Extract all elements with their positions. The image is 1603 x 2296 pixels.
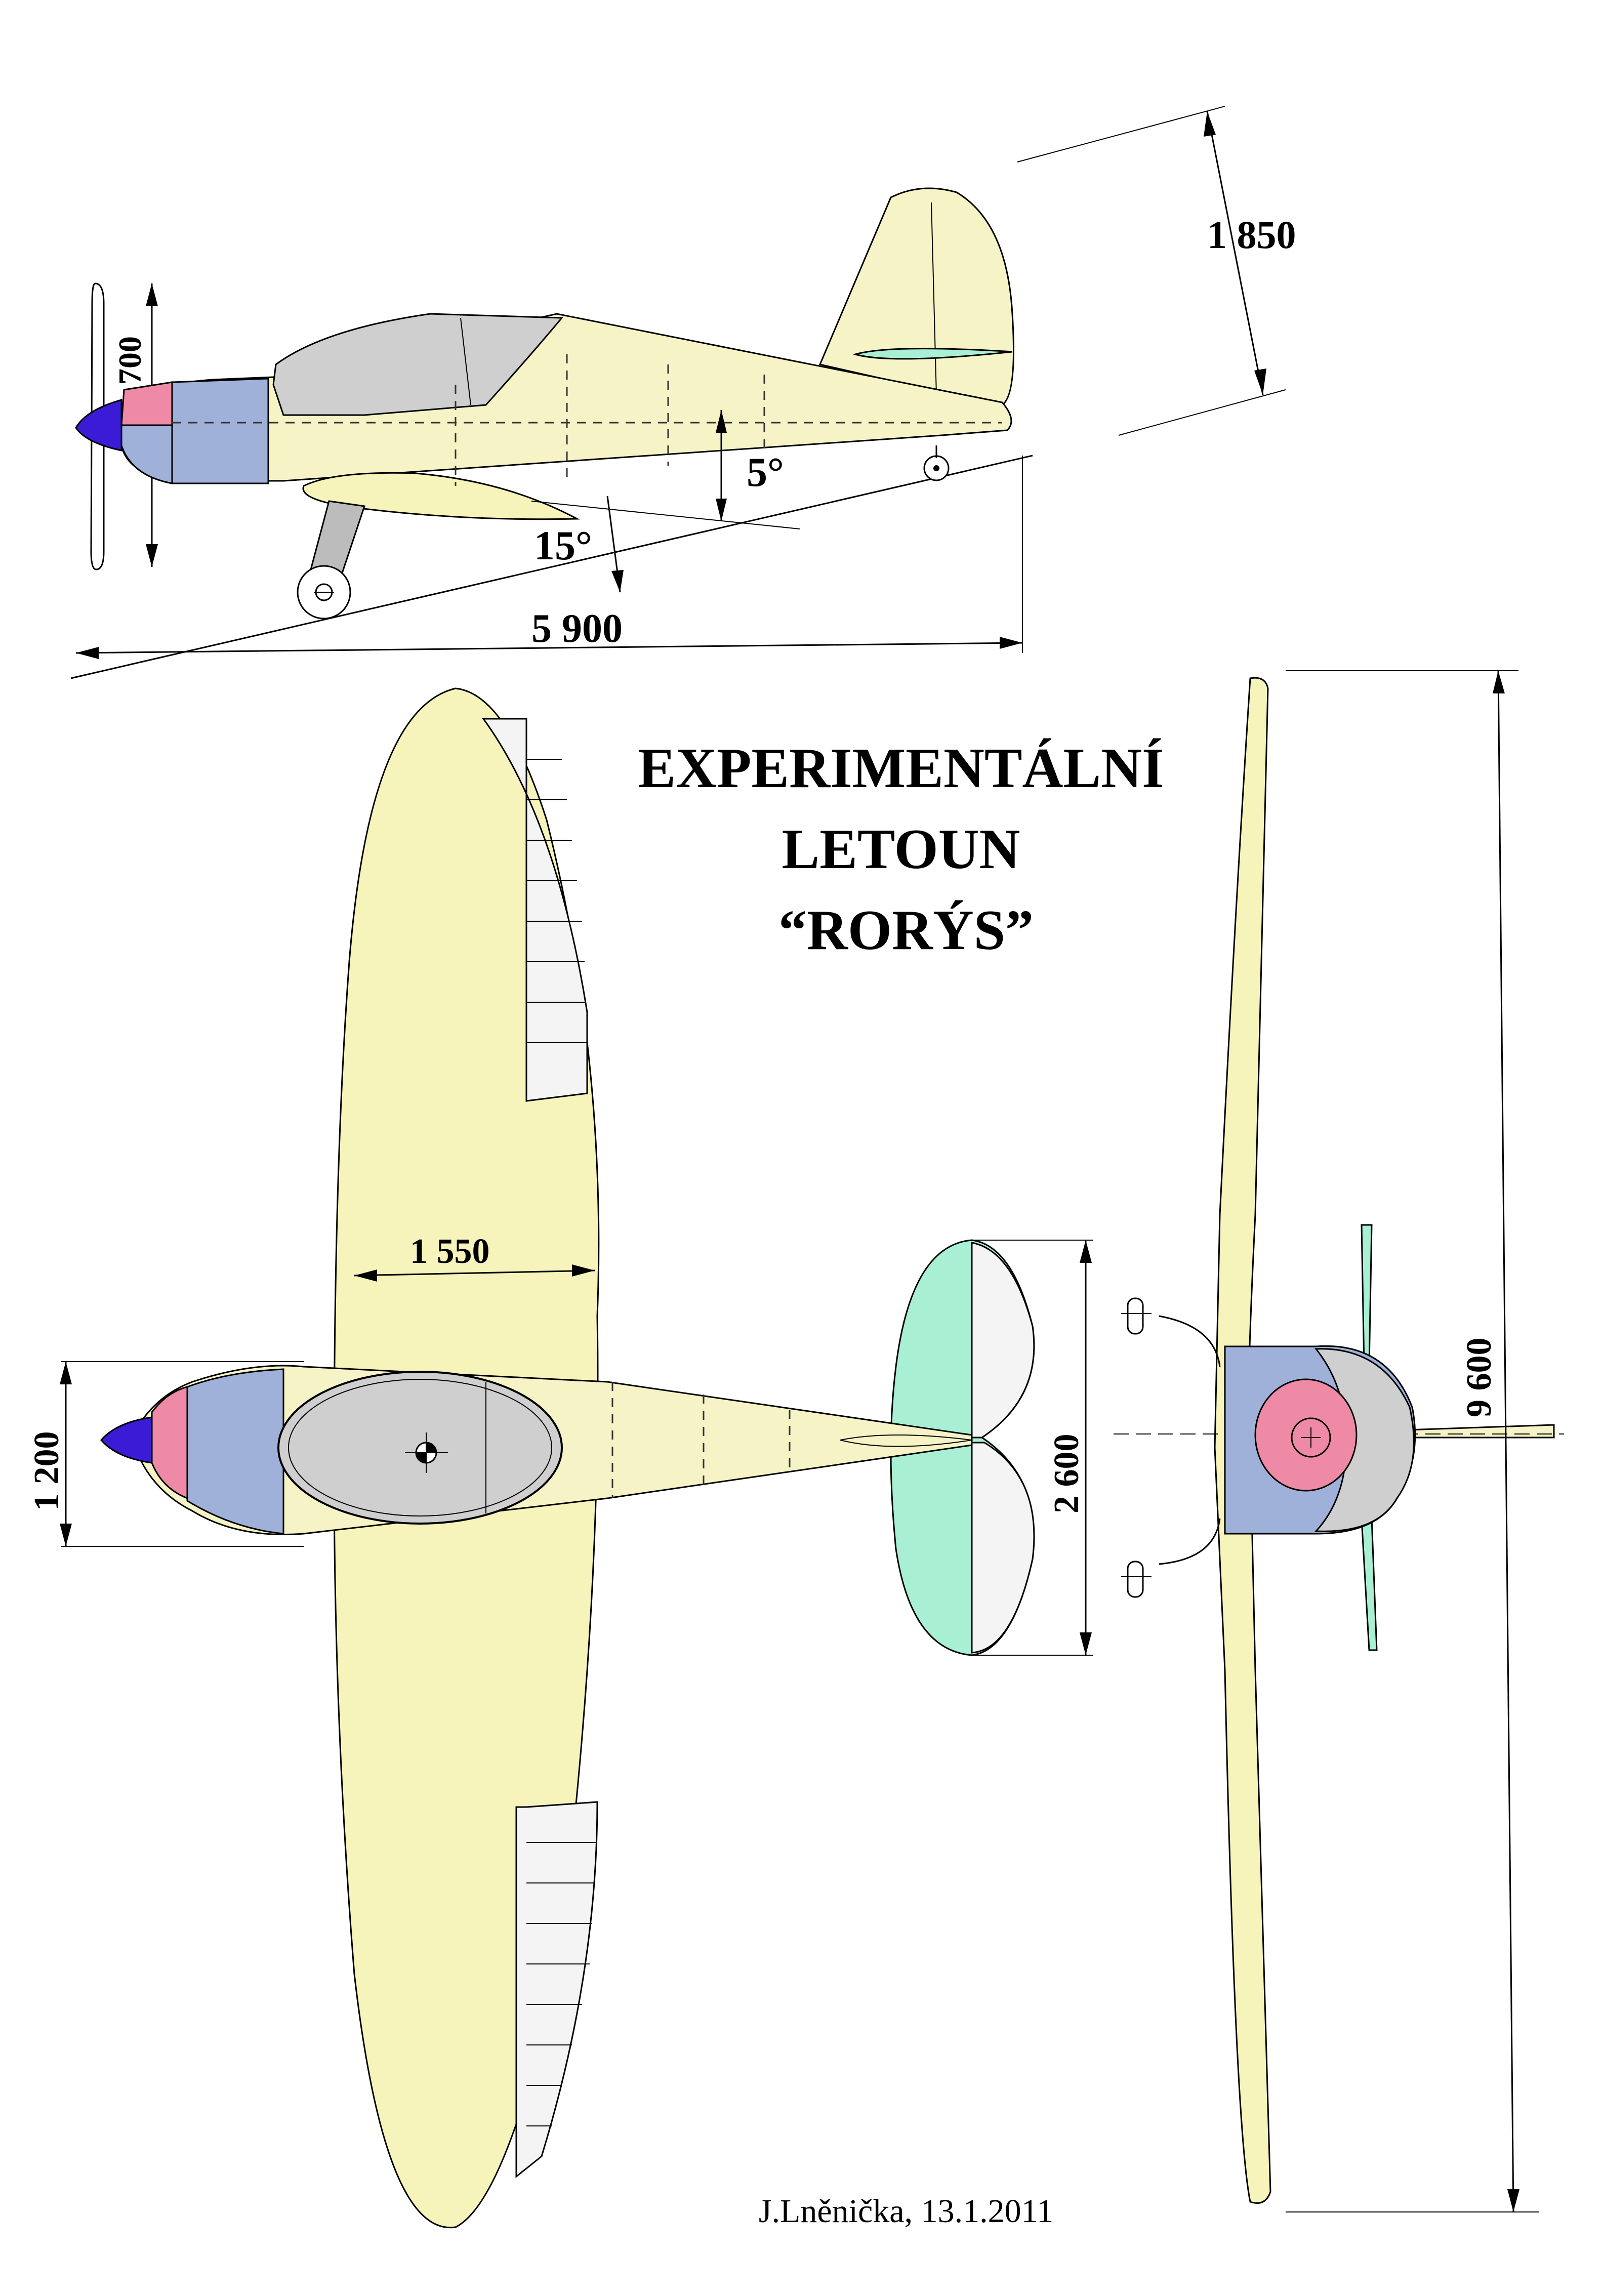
angle-ref-line (531, 501, 800, 529)
arrow-head (76, 647, 99, 659)
wheel-hub (933, 465, 939, 471)
front-view (1114, 670, 1564, 2212)
tail-angle-dimension: 5° (747, 449, 784, 495)
arrow-head (1507, 2189, 1519, 2212)
cowl-front-pink (1254, 1378, 1358, 1492)
fuselage-width-dimension: 1 200 (27, 1431, 66, 1511)
tail-span-dimension: 2 600 (1047, 1434, 1086, 1514)
title-line-1: EXPERIMENTÁLNÍ (638, 737, 1164, 800)
spinner (75, 399, 122, 452)
cowl-blue-top (186, 1368, 284, 1535)
elevator-bottom (971, 1442, 1035, 1654)
aileron-ribs (526, 759, 597, 2126)
arrow-head (1493, 671, 1505, 693)
arrow-head (354, 1269, 377, 1282)
span-dim-line (1497, 670, 1514, 2212)
title-line-2: LETOUN (782, 818, 1020, 881)
arrow-head (611, 570, 624, 592)
wingspan-dimension: 9 600 (1460, 1338, 1499, 1418)
canopy-side (272, 313, 564, 416)
aileron-bottom (515, 1801, 598, 2179)
arrow-head (716, 410, 727, 433)
gear-leg-left (1159, 1315, 1221, 1367)
spinner-front (1291, 1417, 1331, 1458)
side-view (70, 106, 1286, 679)
arrow-head (146, 544, 158, 567)
height-dim-line (1206, 111, 1264, 395)
vertical-tail-front (1361, 1224, 1373, 1368)
signature: J.Lněnička, 13.1.2011 (759, 2193, 1053, 2230)
chord-dim-line (354, 1269, 595, 1277)
aileron-top (482, 718, 588, 1102)
cowl-blue (171, 378, 269, 484)
arrow-head (146, 283, 158, 306)
gear-angle-dimension: 15° (534, 522, 592, 568)
arrow-head (716, 499, 727, 521)
arrow-head (60, 1524, 72, 1546)
canopy-outline (288, 1379, 552, 1516)
arrow-head (1204, 111, 1216, 137)
rudder-hinge (931, 202, 937, 395)
arrow-head (1254, 368, 1266, 395)
arrow-head (1080, 1632, 1092, 1655)
canopy-frame (460, 317, 471, 405)
wing-chord-dimension: 1 550 (410, 1232, 490, 1271)
length-dim-line (75, 642, 1023, 654)
cowl-pink (120, 381, 173, 426)
height-dimension: 1 850 (1207, 213, 1296, 257)
extension-line (1118, 389, 1286, 436)
spinner-top (100, 1416, 153, 1464)
gear-leg-right (1159, 1518, 1221, 1565)
ground-line (70, 455, 1033, 679)
top-view (60, 687, 1093, 2229)
stabilizer-side (852, 348, 1013, 360)
title-line-3: “RORÝS” (778, 899, 1034, 962)
stab-front (1406, 1424, 1555, 1439)
elevator-top (971, 1242, 1035, 1439)
arrow-head (572, 1264, 595, 1277)
length-dimension: 5 900 (531, 606, 623, 651)
cowl-front (120, 424, 173, 484)
tail-cone-top (840, 1434, 972, 1447)
arrow-head (1000, 637, 1022, 649)
wheel-front-top (1127, 1297, 1144, 1335)
arrow-head (60, 1362, 72, 1384)
wheel-front-bottom (1127, 1561, 1144, 1598)
extension-line (1017, 106, 1225, 162)
prop-diameter-dimension: 700 (112, 336, 148, 385)
arrow-head (1080, 1240, 1092, 1263)
tailplane-front-bottom (1361, 1518, 1378, 1651)
